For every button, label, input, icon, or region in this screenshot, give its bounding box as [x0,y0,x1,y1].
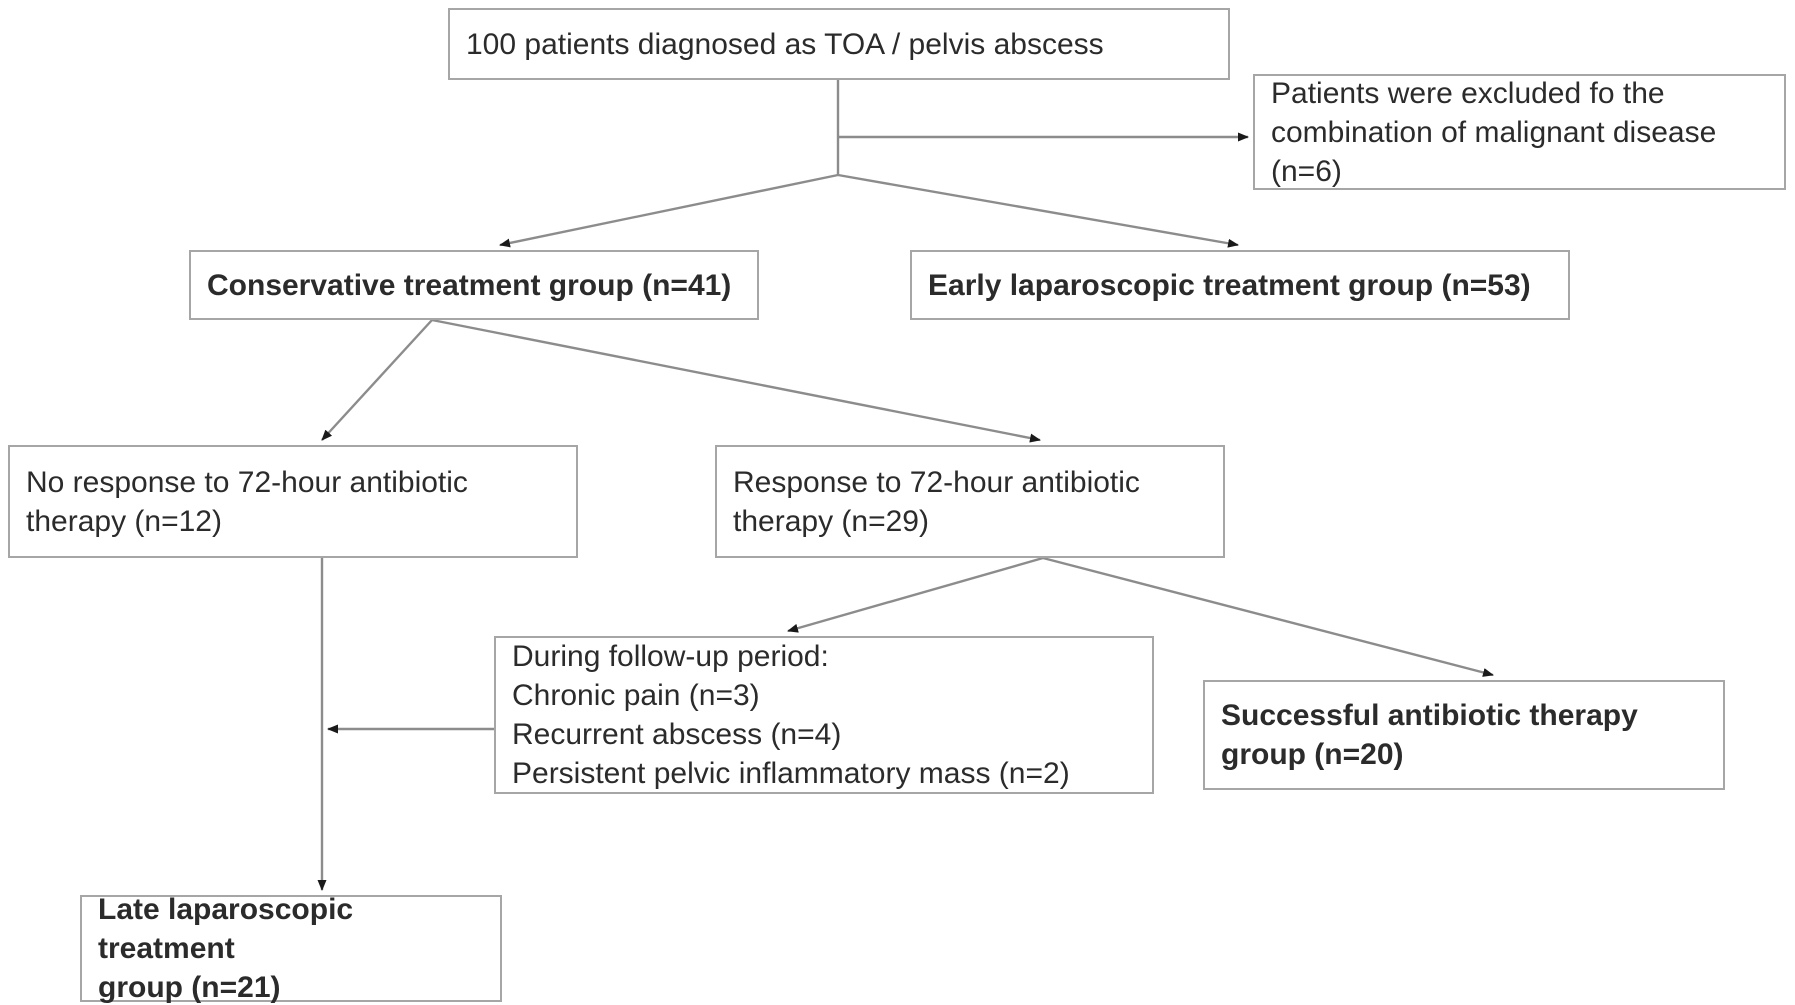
node-response-72h[interactable]: Response to 72-hour antibiotic therapy (… [715,445,1225,558]
node-conservative-group-text: Conservative treatment group (n=41) [207,268,732,302]
node-successful-antibiotic-group[interactable]: Successful antibiotic therapy group (n=2… [1203,680,1725,790]
node-excluded-line-2: combination of malignant disease [1271,115,1717,149]
node-follow-up-events[interactable]: During follow-up period: Chronic pain (n… [494,636,1154,794]
node-response-line-1: Response to 72-hour antibiotic [733,465,1140,499]
node-no-response-line-2: therapy (n=12) [26,504,222,538]
edge-total-to-conservative [499,173,839,248]
node-late-laparoscopic-group[interactable]: Late laparoscopic treatment group (n=21) [80,893,502,1004]
edge-response-to-followup [787,556,1044,633]
node-excluded-line-3: (n=6) [1271,154,1342,188]
node-follow-up-line-4: Persistent pelvic inflammatory mass (n=2… [512,757,1070,790]
node-late-lap-line-2: group (n=21) [98,971,281,1004]
node-total-patients[interactable]: 100 patients diagnosed as TOA / pelvis a… [448,8,1230,80]
node-early-laparoscopic-group[interactable]: Early laparoscopic treatment group (n=53… [910,250,1570,320]
node-no-response-72h[interactable]: No response to 72-hour antibiotic therap… [8,445,578,558]
node-response-line-2: therapy (n=29) [733,504,929,538]
node-follow-up-line-3: Recurrent abscess (n=4) [512,718,842,751]
node-successful-line-2: group (n=20) [1221,738,1404,771]
node-conservative-group[interactable]: Conservative treatment group (n=41) [189,250,759,320]
edge-conservative-to-response [431,318,1041,443]
node-early-laparoscopic-group-text: Early laparoscopic treatment group (n=53… [928,268,1531,302]
node-follow-up-line-2: Chronic pain (n=3) [512,679,760,712]
node-successful-line-1: Successful antibiotic therapy [1221,699,1638,732]
node-excluded-line-1: Patients were excluded fo the [1271,76,1665,110]
edge-total-to-early-lap [837,173,1239,248]
node-late-lap-line-1: Late laparoscopic treatment [98,893,362,965]
node-no-response-line-1: No response to 72-hour antibiotic [26,465,468,499]
node-follow-up-line-1: During follow-up period: [512,640,829,673]
node-total-patients-text: 100 patients diagnosed as TOA / pelvis a… [466,27,1104,61]
edge-conservative-to-no-response [321,319,433,441]
node-excluded-patients[interactable]: Patients were excluded fo the combinatio… [1253,74,1786,190]
